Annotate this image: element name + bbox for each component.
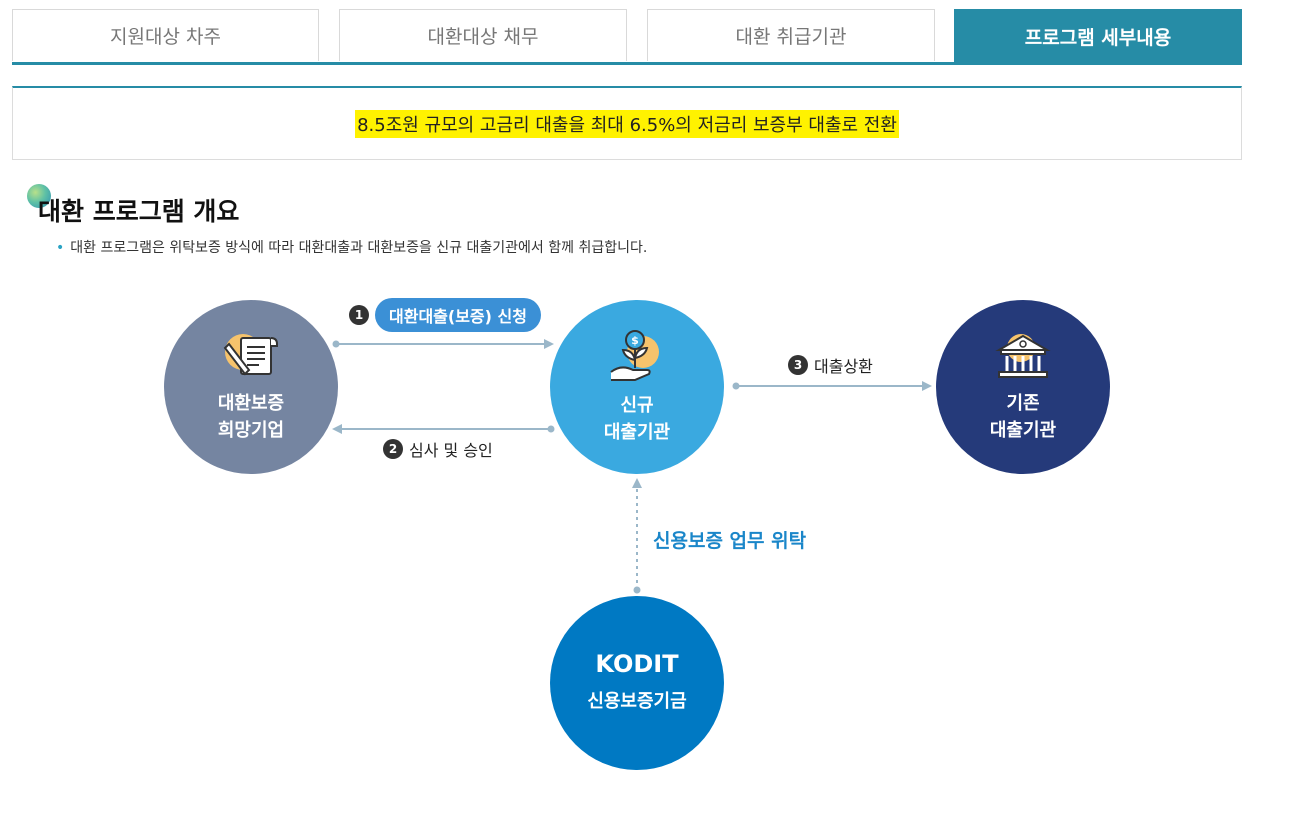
tab-label: 대환 취급기관 <box>735 26 847 48</box>
tab-underline <box>12 62 1242 65</box>
tab-label: 대환대상 채무 <box>427 26 539 48</box>
delegation-label: 신용보증 업무 위탁 <box>653 530 807 552</box>
tab-bar: 지원대상 차주 대환대상 채무 대환 취급기관 프로그램 세부내용 <box>12 9 1242 65</box>
step-number-badge: 2 <box>383 439 403 459</box>
tab-lending-institutions[interactable]: 대환 취급기관 <box>647 9 935 61</box>
hand-money-plant-icon: $ <box>610 330 659 381</box>
tab-label: 지원대상 차주 <box>110 26 221 48</box>
step1-pill: 대환대출(보증) 신청 <box>375 298 541 332</box>
company-line2: 희망기업 <box>217 420 285 441</box>
step-number-badge: 1 <box>349 305 369 325</box>
tab-program-details[interactable]: 프로그램 세부내용 <box>954 9 1242 63</box>
description-text: 대환 프로그램은 위탁보증 방식에 따라 대환대출과 대환보증을 신규 대출기관… <box>70 240 648 256</box>
step2-label: 2 심사 및 승인 <box>383 437 493 461</box>
new-lender-circle: $ 신규 대출기관 <box>550 300 724 474</box>
old-lender-line2: 대출기관 <box>989 420 1057 441</box>
tab-eligible-debt[interactable]: 대환대상 채무 <box>339 9 627 61</box>
step3-label: 3 대출상환 <box>788 353 873 377</box>
kodit-name: 신용보증기금 <box>587 691 687 712</box>
company-line1: 대환보증 <box>217 393 285 414</box>
step3-text: 대출상환 <box>814 357 873 376</box>
tab-eligible-borrower[interactable]: 지원대상 차주 <box>12 9 319 61</box>
step-number-badge: 3 <box>788 355 808 375</box>
bullet: • <box>56 240 65 256</box>
svg-text:$: $ <box>631 334 639 347</box>
company-circle: 대환보증 희망기업 <box>164 300 338 474</box>
new-lender-line2: 대출기관 <box>603 422 671 443</box>
new-lender-line1: 신규 <box>620 395 654 416</box>
bank-building-icon <box>995 334 1051 378</box>
old-lender-line1: 기존 <box>1006 393 1040 414</box>
section-dot-icon <box>27 184 51 208</box>
tab-label: 프로그램 세부내용 <box>1024 27 1172 49</box>
section-title: 대환 프로그램 개요 <box>38 197 240 226</box>
step2-text: 심사 및 승인 <box>409 441 493 460</box>
summary-text: 8.5조원 규모의 고금리 대출을 최대 6.5%의 저금리 보증부 대출로 전… <box>355 109 899 138</box>
old-lender-circle: 기존 대출기관 <box>936 300 1110 474</box>
kodit-logo: KODIT <box>595 650 679 678</box>
summary-box: 8.5조원 규모의 고금리 대출을 최대 6.5%의 저금리 보증부 대출로 전… <box>12 86 1242 160</box>
section-description: • 대환 프로그램은 위탁보증 방식에 따라 대환대출과 대환보증을 신규 대출기… <box>56 237 647 257</box>
step1-label: 1 대환대출(보증) 신청 <box>349 298 541 332</box>
document-pen-icon <box>223 334 278 376</box>
kodit-circle: KODIT 신용보증기금 <box>550 596 724 770</box>
